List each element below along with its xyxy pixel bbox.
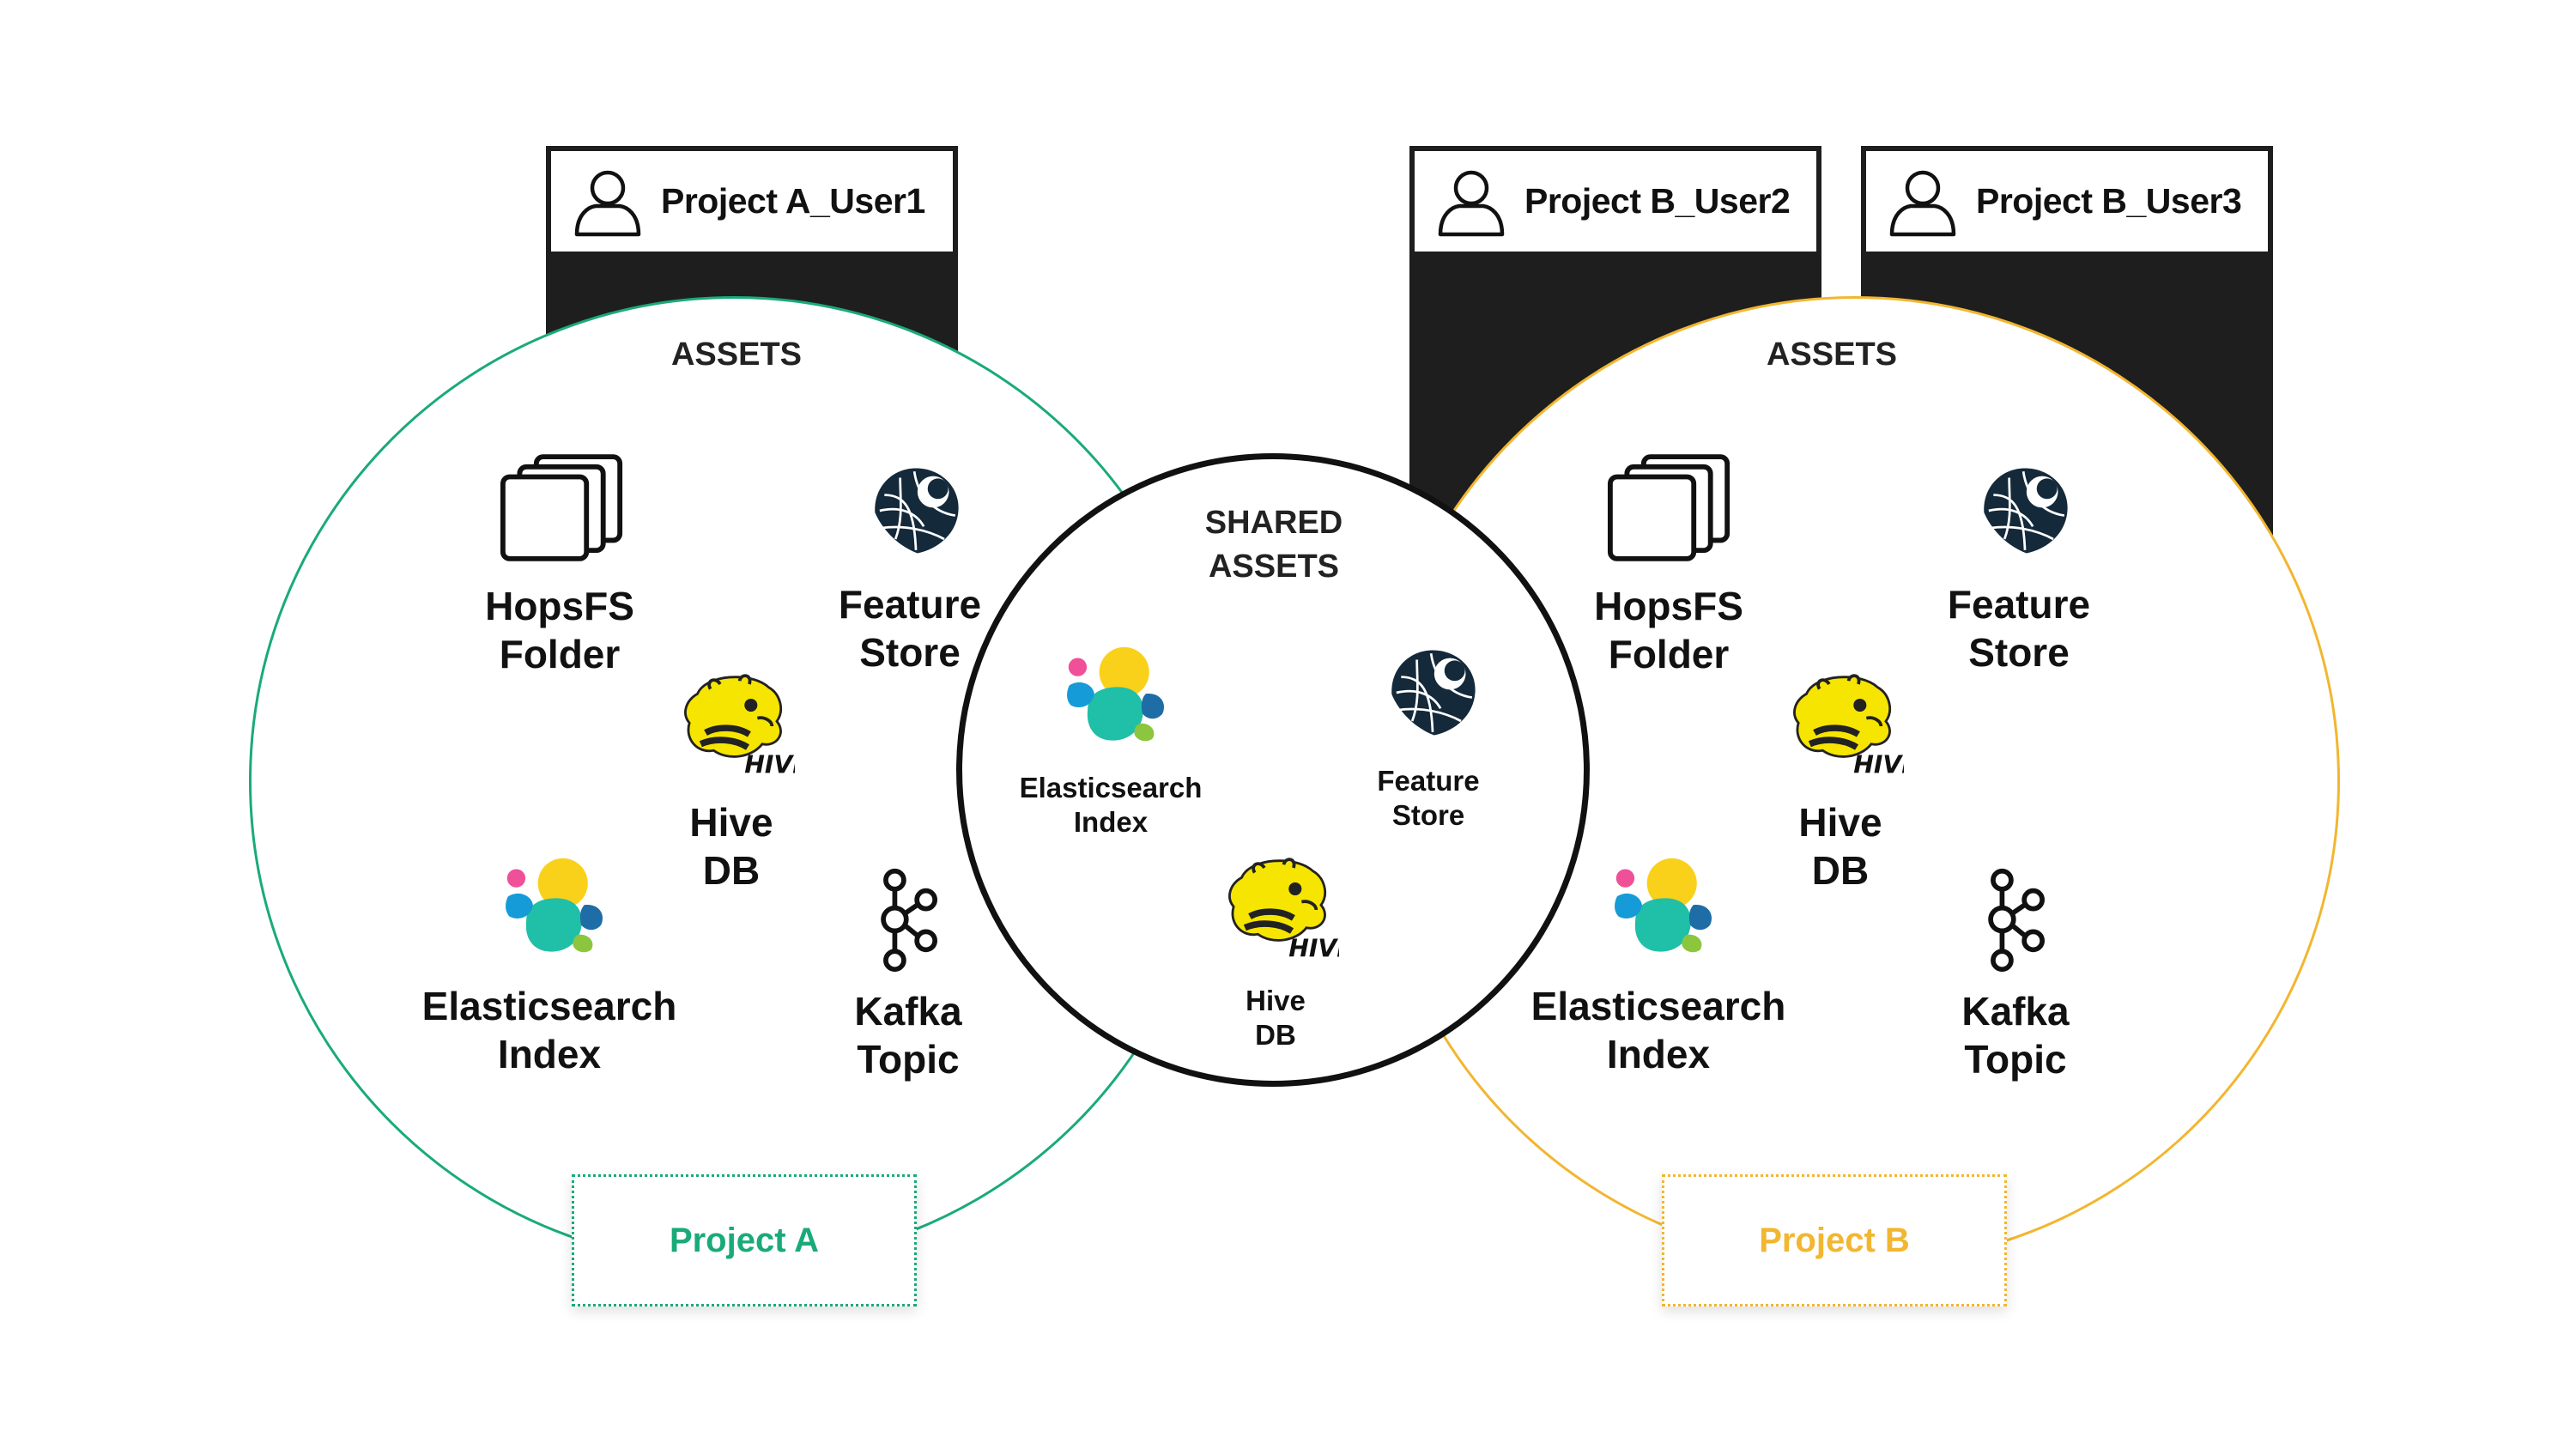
user-name: Project B_User2 [1524, 181, 1791, 221]
kafka-topic-label: Kafka Topic [854, 989, 962, 1082]
feature-store-label: Feature Store [838, 582, 982, 676]
user-header: Project B_User3 [1866, 151, 2268, 252]
user-name: Project A_User1 [661, 181, 925, 221]
shared-assets-title: SHARED ASSETS [1204, 505, 1343, 585]
user-icon [568, 162, 647, 241]
assets-title: ASSETS [1766, 336, 1898, 373]
user-name: Project B_User3 [1976, 181, 2242, 221]
kafka-icon [865, 867, 939, 973]
hopsfs-folder-label: HopsFS Folder [1594, 584, 1743, 677]
kafka-icon [1973, 867, 2046, 973]
folders-icon [500, 453, 625, 562]
elasticsearch-index-label: Elasticsearch Index [1530, 984, 1786, 1077]
folders-icon [1607, 453, 1732, 562]
hive-icon [1217, 853, 1339, 967]
elasticsearch-index-label: Elasticsearch Index [1019, 772, 1203, 839]
elasticsearch-index-label: Elasticsearch Index [421, 984, 677, 1077]
elasticsearch-icon [1063, 644, 1171, 752]
feature-store-icon [869, 464, 963, 558]
hive-db-label: Hive DB [689, 800, 773, 894]
user-icon [1883, 162, 1962, 241]
feature-store-label: Feature Store [1377, 765, 1480, 832]
assets-title: ASSETS [670, 336, 803, 373]
hive-icon [1782, 670, 1904, 783]
user-header: Project B_User2 [1415, 151, 1816, 252]
feature-store-icon [1978, 464, 2072, 558]
hopsfs-folder-label: HopsFS Folder [485, 584, 634, 677]
feature-store-label: Feature Store [1947, 582, 2091, 676]
hive-db-label: Hive DB [1798, 800, 1882, 894]
user-icon [1432, 162, 1511, 241]
kafka-topic-label: Kafka Topic [1961, 989, 2070, 1082]
project-b-label: Project B [1662, 1174, 2007, 1307]
hive-icon [673, 670, 795, 783]
project-a-label: Project A [572, 1174, 917, 1307]
feature-store-icon [1385, 646, 1480, 740]
elasticsearch-icon [501, 855, 609, 963]
elasticsearch-icon [1610, 855, 1718, 963]
shared-assets-circle [956, 453, 1590, 1087]
user-header: Project A_User1 [551, 151, 953, 252]
hive-db-label: Hive DB [1246, 985, 1306, 1052]
